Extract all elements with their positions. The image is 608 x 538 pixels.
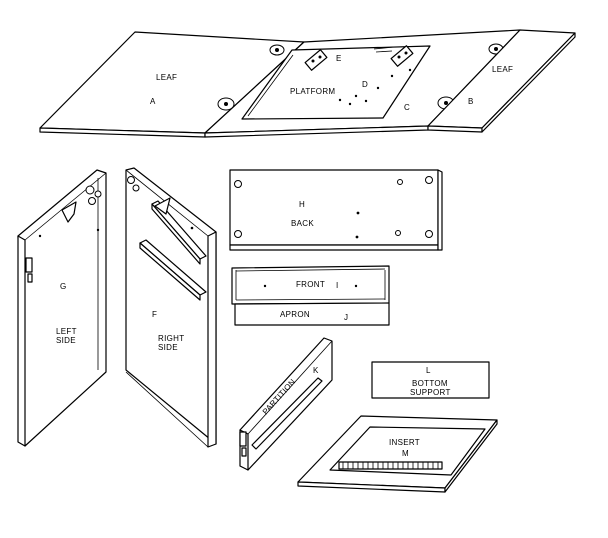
right-side-panel: F RIGHT SIDE [125, 167, 217, 448]
leaf-a-letter: A [150, 97, 156, 106]
hinge-icon [390, 45, 414, 67]
leaf-b: LEAF B [427, 29, 576, 133]
apron-name: APRON [280, 310, 310, 319]
leaf-b-name: LEAF [492, 65, 513, 74]
left-side-letter: G [60, 282, 67, 291]
left-side-line2: SIDE [56, 336, 76, 345]
bottom-support-line2: SUPPORT [410, 388, 451, 397]
leaf-b-letter: B [468, 97, 474, 106]
left-side-line1: LEFT [56, 327, 77, 336]
hinge-icon [304, 49, 328, 71]
right-side-letter: F [152, 310, 157, 319]
apron-letter: J [344, 313, 348, 322]
platform-letter-e: E [336, 54, 342, 63]
back-letter: H [299, 200, 305, 209]
partition-letter: K [313, 366, 319, 375]
partition-panel: PARTITION K [239, 337, 333, 471]
apron-panel: APRON J [234, 302, 390, 326]
front-name: FRONT [296, 280, 325, 289]
leaf-a-name: LEAF [156, 73, 177, 82]
bottom-support-panel: L BOTTOM SUPPORT [371, 361, 490, 399]
bottom-support-line1: BOTTOM [412, 379, 448, 388]
platform-name: PLATFORM [290, 87, 335, 96]
front-panel: FRONT I [231, 265, 390, 305]
back-name: BACK [291, 219, 314, 228]
top-assembly: LEAF A PLATFORM C D E [39, 29, 576, 138]
platform-panel: PLATFORM C D E [204, 29, 521, 138]
right-side-line1: RIGHT [158, 334, 184, 343]
right-side-line2: SIDE [158, 343, 178, 352]
insert-panel: INSERT M [297, 415, 498, 493]
platform-letter-c: C [404, 103, 410, 112]
insert-letter: M [402, 449, 409, 458]
left-side-panel: G LEFT SIDE [17, 169, 107, 447]
insert-name: INSERT [389, 438, 420, 447]
back-panel: H BACK [229, 169, 443, 251]
platform-letter-d: D [362, 80, 368, 89]
bottom-support-letter: L [426, 366, 431, 375]
front-letter: I [336, 281, 339, 290]
